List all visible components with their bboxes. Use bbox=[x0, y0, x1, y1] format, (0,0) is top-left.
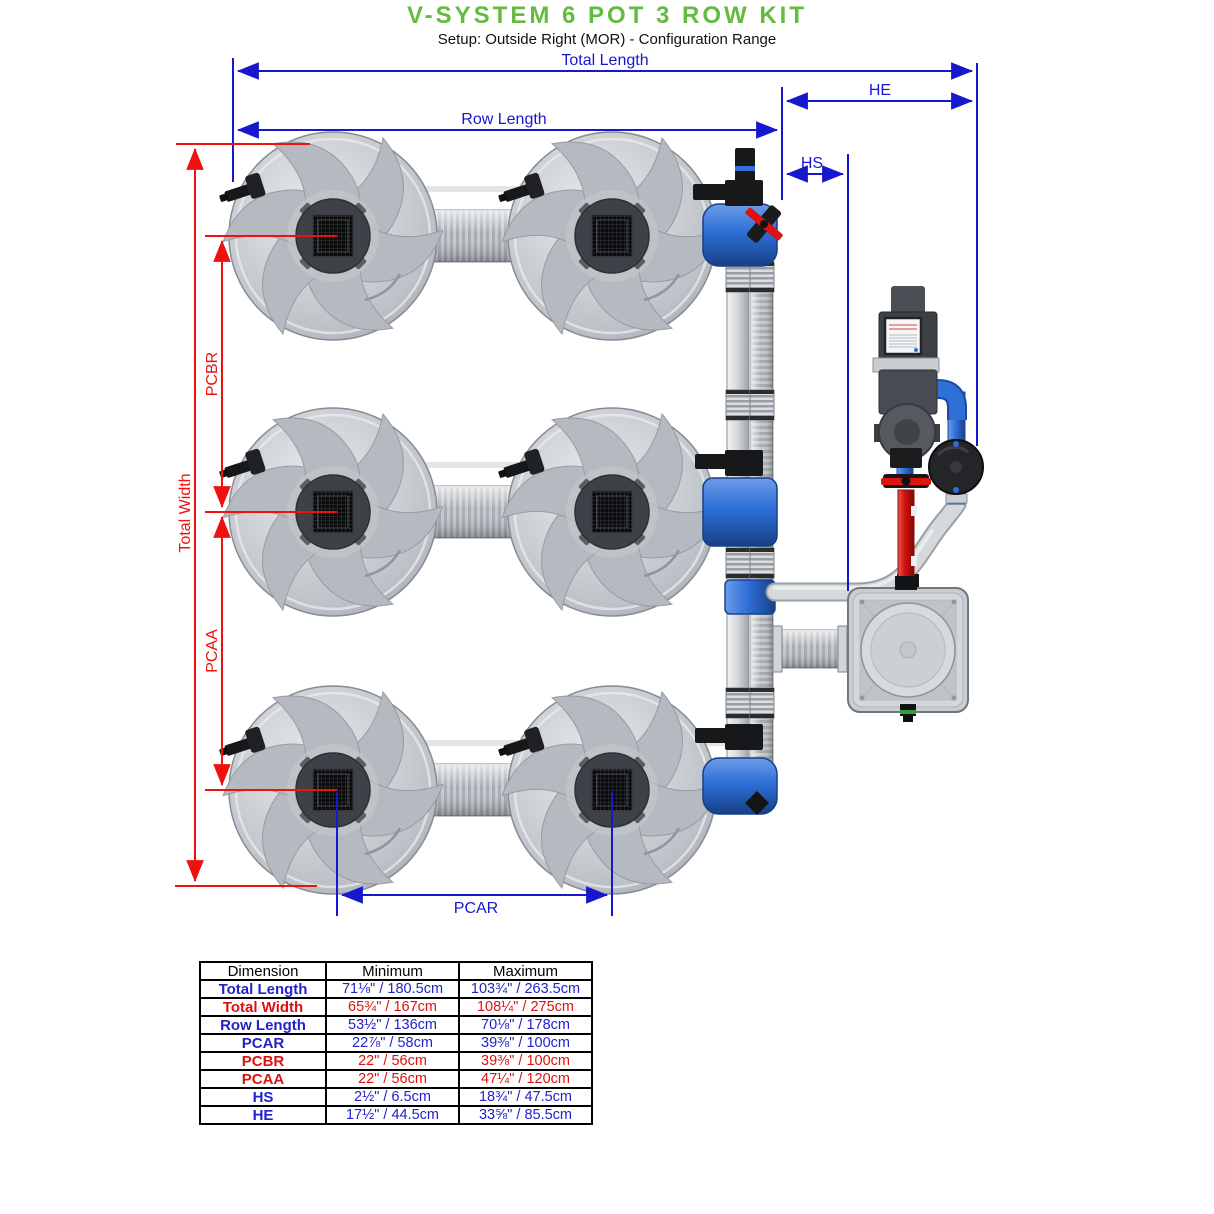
dim-label-row-length: Row Length bbox=[461, 111, 546, 128]
table-row: Total Length 71⅛" / 180.5cm 103¾" / 263.… bbox=[199, 979, 593, 999]
pot bbox=[490, 400, 734, 624]
cell-maximum: 103¾" / 263.5cm bbox=[458, 979, 593, 999]
table-row: PCAR 22⅞" / 58cm 39⅜" / 100cm bbox=[199, 1033, 593, 1053]
controller-screen bbox=[883, 316, 923, 356]
cell-maximum: 47¼" / 120cm bbox=[458, 1069, 593, 1089]
cell-minimum: 2½" / 6.5cm bbox=[325, 1087, 460, 1107]
manifold-black-tees bbox=[693, 148, 763, 750]
cell-maximum: 39⅜" / 100cm bbox=[458, 1051, 593, 1071]
cell-dimension: Total Width bbox=[199, 997, 327, 1017]
dim-label-he: HE bbox=[869, 82, 891, 99]
cell-dimension: HS bbox=[199, 1087, 327, 1107]
dimensions-table: Dimension Minimum Maximum Total Length 7… bbox=[199, 961, 593, 1125]
cell-minimum: 65¾" / 167cm bbox=[325, 997, 460, 1017]
cell-minimum: 22⅞" / 58cm bbox=[325, 1033, 460, 1053]
reservoir-branch-pipe bbox=[772, 625, 848, 673]
table-row: Row Length 53½" / 136cm 70⅛" / 178cm bbox=[199, 1015, 593, 1035]
cell-dimension: PCAA bbox=[199, 1069, 327, 1089]
page-title: V-SYSTEM 6 POT 3 ROW KIT bbox=[406, 2, 808, 29]
cell-maximum: 33⅝" / 85.5cm bbox=[458, 1105, 593, 1125]
cell-dimension: Total Length bbox=[199, 979, 327, 999]
reservoir bbox=[847, 574, 969, 722]
col-header-minimum: Minimum bbox=[325, 961, 460, 981]
table-header-row: Dimension Minimum Maximum bbox=[199, 961, 593, 981]
col-header-dimension: Dimension bbox=[199, 961, 327, 981]
cell-minimum: 22" / 56cm bbox=[325, 1069, 460, 1089]
cell-maximum: 70⅛" / 178cm bbox=[458, 1015, 593, 1035]
cell-maximum: 18¾" / 47.5cm bbox=[458, 1087, 593, 1107]
table-row: HE 17½" / 44.5cm 33⅝" / 85.5cm bbox=[199, 1105, 593, 1125]
manifold bbox=[693, 148, 783, 816]
pot bbox=[490, 124, 734, 348]
table-row: Total Width 65¾" / 167cm 108¼" / 275cm bbox=[199, 997, 593, 1017]
valve-red-row1 bbox=[745, 205, 783, 243]
table-row: HS 2½" / 6.5cm 18¾" / 47.5cm bbox=[199, 1087, 593, 1107]
dim-label-total-length: Total Length bbox=[561, 52, 648, 69]
page-subtitle: Setup: Outside Right (MOR) - Configurati… bbox=[437, 31, 777, 48]
cell-minimum: 53½" / 136cm bbox=[325, 1015, 460, 1035]
return-hose bbox=[765, 494, 967, 602]
row-pipes bbox=[429, 209, 517, 817]
cell-maximum: 39⅜" / 100cm bbox=[458, 1033, 593, 1053]
dim-label-pcaa: PCAA bbox=[204, 629, 221, 673]
cell-minimum: 71⅛" / 180.5cm bbox=[325, 979, 460, 999]
dim-label-pcbr: PCBR bbox=[204, 352, 221, 396]
cell-dimension: PCBR bbox=[199, 1051, 327, 1071]
pump-controller-assembly bbox=[872, 286, 984, 590]
dim-label-total-width: Total Width bbox=[177, 473, 194, 552]
dimension-labels-blue: Total Length HE Row Length HS PCAR bbox=[454, 52, 891, 917]
dim-label-hs: HS bbox=[801, 155, 823, 172]
header: V-SYSTEM 6 POT 3 ROW KIT Setup: Outside … bbox=[0, 0, 1214, 48]
cell-minimum: 17½" / 44.5cm bbox=[325, 1105, 460, 1125]
dimension-labels-red: Total Width PCBR PCAA bbox=[177, 352, 221, 673]
cell-minimum: 22" / 56cm bbox=[325, 1051, 460, 1071]
cell-maximum: 108¼" / 275cm bbox=[458, 997, 593, 1017]
table-row: PCBR 22" / 56cm 39⅜" / 100cm bbox=[199, 1051, 593, 1071]
col-header-maximum: Maximum bbox=[458, 961, 593, 981]
red-standpipe bbox=[897, 489, 915, 587]
cell-dimension: Row Length bbox=[199, 1015, 327, 1035]
dimensions-red bbox=[175, 143, 337, 887]
cell-dimension: HE bbox=[199, 1105, 327, 1125]
cell-dimension: PCAR bbox=[199, 1033, 327, 1053]
dimensions-blue bbox=[232, 58, 978, 916]
manifold-tee-row2 bbox=[702, 477, 778, 547]
table-row: PCAA 22" / 56cm 47¼" / 120cm bbox=[199, 1069, 593, 1089]
dim-label-pcar: PCAR bbox=[454, 900, 498, 917]
